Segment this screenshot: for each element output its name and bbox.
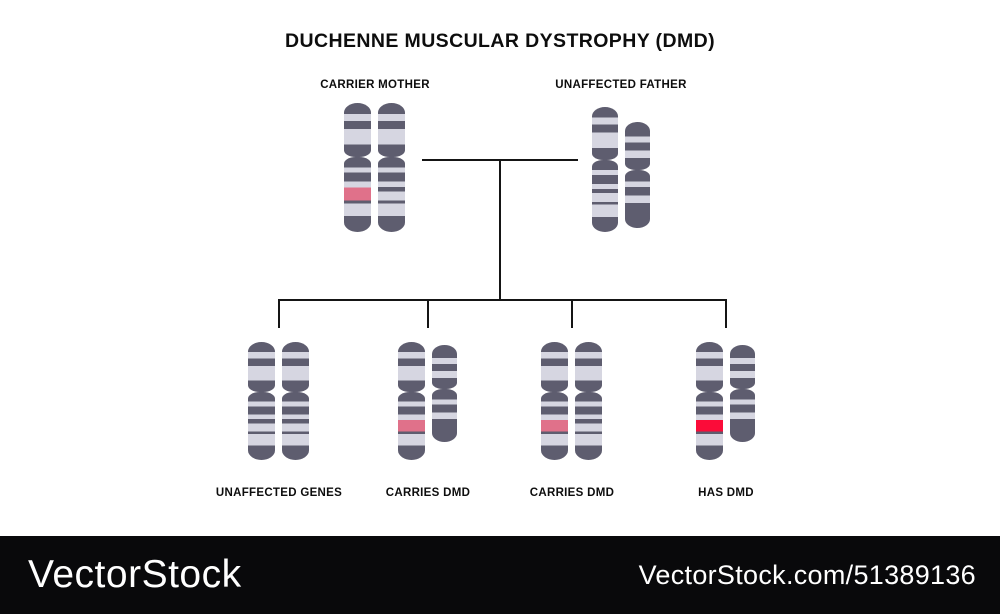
label-has-dmd: HAS DMD xyxy=(698,487,754,499)
tree-line-drop-child-4 xyxy=(725,299,727,328)
label-unaffected-father: UNAFFECTED FATHER xyxy=(555,79,687,91)
vectorstock-logo: VectorStock xyxy=(28,553,242,596)
watermark-bar: VectorStock VectorStock.com/51389136 xyxy=(0,536,1000,614)
father-chromosome-pair xyxy=(592,103,650,232)
child-1-chromosome-pair xyxy=(248,342,309,460)
label-carries-dmd-1: CARRIES DMD xyxy=(385,487,471,499)
chromosome-x-normal-icon xyxy=(592,107,618,232)
chromosome-x-normal-icon xyxy=(575,342,602,460)
tree-line-drop-child-3 xyxy=(571,299,573,328)
chromosome-y-icon xyxy=(432,345,457,442)
label-carrier-mother: CARRIER MOTHER xyxy=(320,79,430,91)
tree-line-center-vertical xyxy=(499,159,501,301)
chromosome-y-icon xyxy=(625,122,650,228)
child-2-chromosome-pair xyxy=(398,342,457,460)
chromosome-x-normal-icon xyxy=(378,103,405,232)
chromosome-x-carrier-icon xyxy=(541,342,568,460)
mother-chromosome-pair xyxy=(344,103,405,232)
tree-line-siblings-horizontal xyxy=(278,299,727,301)
child-4-chromosome-pair xyxy=(696,342,755,460)
chromosome-x-normal-icon xyxy=(282,342,309,460)
label-unaffected-genes: UNAFFECTED GENES xyxy=(215,487,343,499)
chromosome-x-affected-icon xyxy=(696,342,723,460)
chromosome-x-carrier-icon xyxy=(398,342,425,460)
tree-line-drop-child-2 xyxy=(427,299,429,328)
chromosome-x-normal-icon xyxy=(248,342,275,460)
chromosome-x-carrier-icon xyxy=(344,103,371,232)
diagram-title: DUCHENNE MUSCULAR DYSTROPHY (DMD) xyxy=(285,30,715,52)
vectorstock-reference: VectorStock.com/51389136 xyxy=(638,559,976,590)
tree-line-drop-child-1 xyxy=(278,299,280,328)
label-carries-dmd-2: CARRIES DMD xyxy=(529,487,615,499)
child-3-chromosome-pair xyxy=(541,342,602,460)
chromosome-y-icon xyxy=(730,345,755,442)
